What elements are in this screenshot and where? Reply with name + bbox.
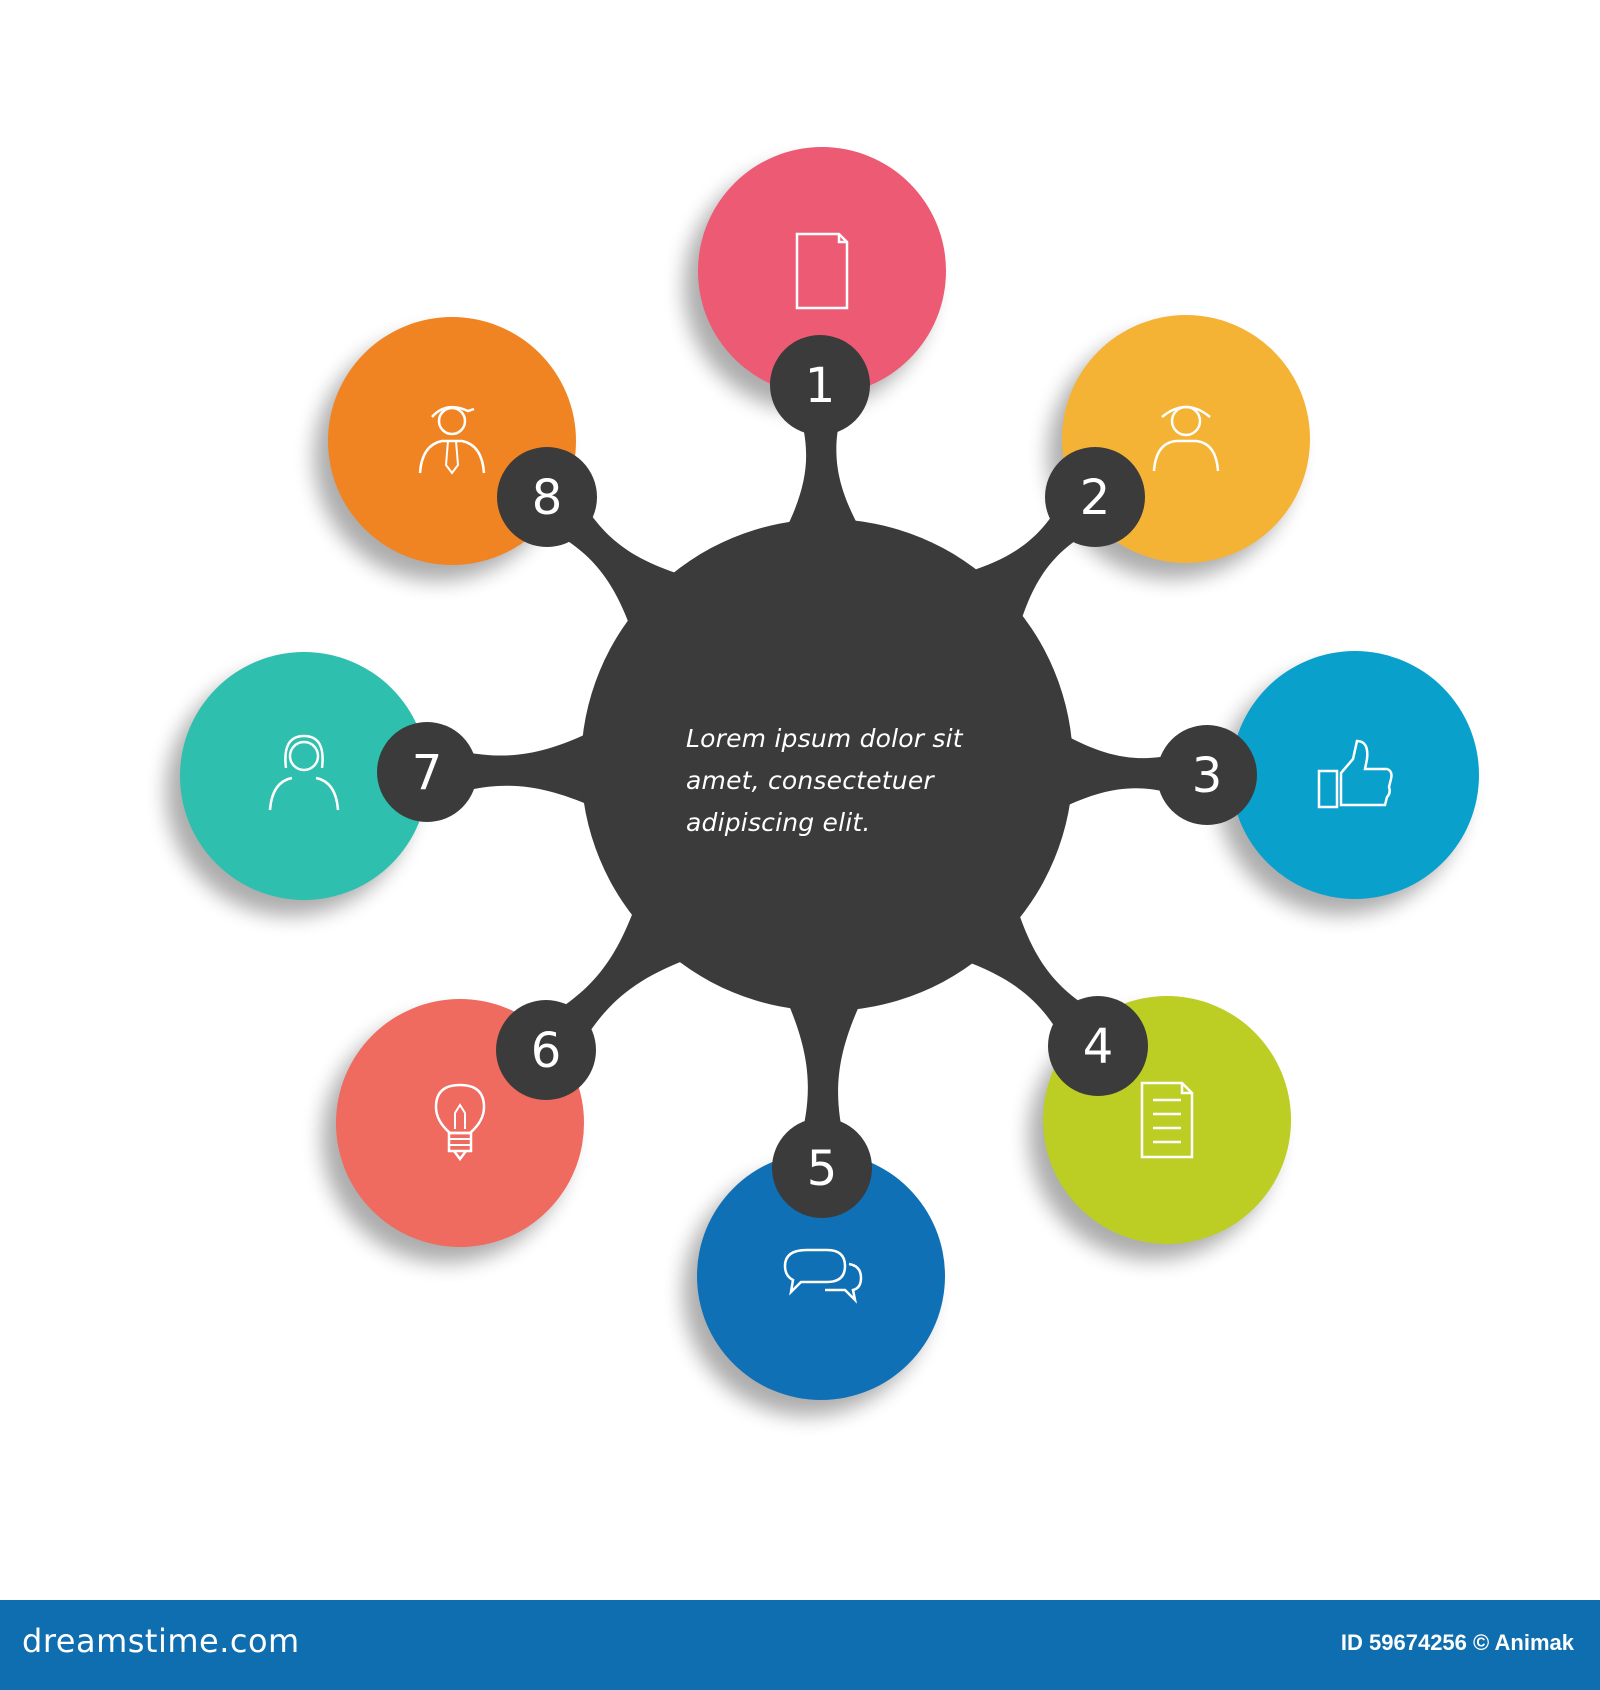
- node-3-number: 3: [1192, 748, 1223, 804]
- node-5-circle: [697, 1152, 945, 1400]
- node-3-badge: [1157, 725, 1257, 825]
- metaball-diagram: 1 2 3 4 5 6 7 8: [166, 147, 1479, 1416]
- node-5-badge: [772, 1118, 872, 1218]
- watermark-footer-bar: dreamstime.com ID 59674256 © Animak: [0, 1600, 1600, 1690]
- node-2-number: 2: [1080, 470, 1111, 526]
- center-text-line-3: adipiscing elit.: [686, 808, 871, 837]
- text-document-icon: [1140, 1081, 1194, 1159]
- center-text-line-2: amet, consectetuer: [686, 766, 934, 795]
- node-3-circle: [1231, 651, 1479, 899]
- node-1-number: 1: [805, 358, 836, 414]
- node-6-badge: [496, 1000, 596, 1100]
- node-4-number: 4: [1083, 1019, 1114, 1075]
- node-7-number: 7: [412, 745, 443, 801]
- node-2-badge: [1045, 447, 1145, 547]
- footer-credit-text: ID 59674256 © Animak: [1340, 1630, 1574, 1655]
- center-description: Lorem ipsum dolor sit amet, consectetuer…: [686, 718, 1016, 844]
- node-7-badge: [377, 722, 477, 822]
- center-text-line-1: Lorem ipsum dolor sit: [686, 724, 963, 753]
- person-icon: [1152, 405, 1220, 472]
- node-1-circle: [698, 147, 946, 395]
- footer-logo-text: dreamstime.com: [22, 1622, 300, 1660]
- node-5-number: 5: [807, 1141, 838, 1197]
- thumbs-up-icon: [1317, 739, 1393, 809]
- businessman-icon: [418, 405, 486, 475]
- woman-icon: [268, 734, 340, 811]
- node-8-badge: [497, 447, 597, 547]
- node-1-badge: [770, 335, 870, 435]
- document-icon: [795, 232, 849, 310]
- node-8-number: 8: [532, 470, 563, 526]
- node-4-badge: [1048, 996, 1148, 1096]
- light-bulb-icon: [434, 1083, 486, 1162]
- speech-bubbles-icon: [783, 1248, 863, 1304]
- node-6-number: 6: [531, 1023, 562, 1079]
- node-7-circle: [180, 652, 428, 900]
- central-hub: [581, 519, 1073, 1011]
